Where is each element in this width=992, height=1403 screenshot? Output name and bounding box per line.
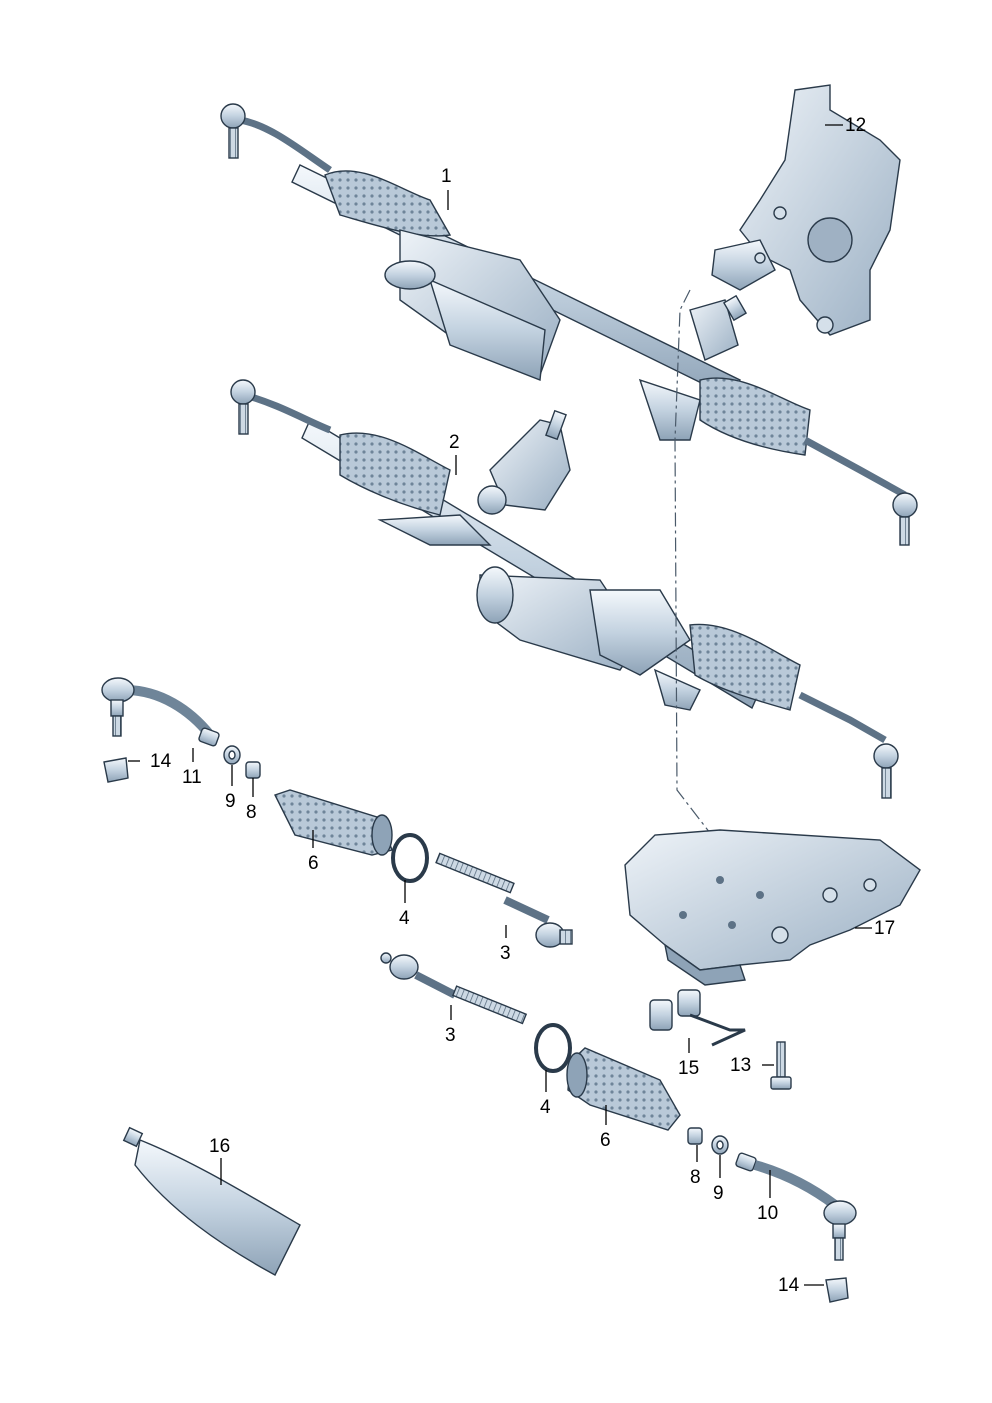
nut-14-left[interactable] bbox=[103, 757, 129, 783]
callout-10: 10 bbox=[757, 1203, 778, 1224]
nut-8-left[interactable] bbox=[245, 761, 261, 779]
nut-14-right[interactable] bbox=[825, 1277, 849, 1303]
callout-16: 16 bbox=[209, 1136, 230, 1157]
connector-15[interactable] bbox=[649, 989, 746, 1047]
tie-rod-end-10[interactable] bbox=[735, 1152, 857, 1261]
callout-6-upper: 6 bbox=[308, 853, 319, 874]
bolt-13[interactable] bbox=[770, 1041, 792, 1090]
callout-6-lower: 6 bbox=[600, 1130, 611, 1151]
callout-4-upper: 4 bbox=[399, 908, 410, 929]
grease-tube-16[interactable] bbox=[122, 1126, 301, 1276]
callout-9-left: 9 bbox=[225, 791, 236, 812]
callout-14-left: 14 bbox=[150, 751, 172, 772]
callout-14-right: 14 bbox=[778, 1275, 800, 1296]
callout-17: 17 bbox=[874, 918, 895, 939]
callout-15: 15 bbox=[678, 1058, 699, 1079]
boot-6-lower[interactable] bbox=[566, 1047, 681, 1131]
callout-labels: 1 2 12 14 11 9 8 6 4 3 17 3 15 13 4 6 16… bbox=[150, 115, 895, 1296]
callout-2: 2 bbox=[449, 432, 460, 453]
steering-gear-2[interactable] bbox=[230, 379, 899, 799]
nut-8-right[interactable] bbox=[687, 1127, 703, 1145]
callout-4-lower: 4 bbox=[540, 1097, 551, 1118]
inner-tie-rod-3-lower[interactable] bbox=[380, 952, 528, 1025]
callout-9-right: 9 bbox=[713, 1183, 724, 1204]
callout-8-right: 8 bbox=[690, 1167, 701, 1188]
inner-tie-rod-3-upper[interactable] bbox=[435, 852, 573, 948]
callout-8-left: 8 bbox=[246, 802, 257, 823]
bracket-12[interactable] bbox=[711, 84, 901, 336]
boot-6-upper[interactable] bbox=[274, 789, 393, 856]
washer-9-right[interactable] bbox=[711, 1135, 729, 1155]
underbody-panel-17[interactable] bbox=[624, 829, 921, 986]
callout-11: 11 bbox=[182, 767, 202, 788]
steering-gear-1[interactable] bbox=[220, 103, 918, 546]
callout-3-upper: 3 bbox=[500, 943, 511, 964]
callout-3-lower: 3 bbox=[445, 1025, 456, 1046]
callout-13: 13 bbox=[730, 1055, 751, 1076]
callout-1: 1 bbox=[441, 166, 452, 187]
tie-rod-end-11[interactable] bbox=[101, 677, 220, 747]
clamp-4-lower[interactable] bbox=[534, 1023, 572, 1073]
callout-12: 12 bbox=[845, 115, 866, 136]
leader-lines bbox=[128, 124, 872, 1286]
clamp-4-upper[interactable] bbox=[391, 833, 429, 883]
washer-9-left[interactable] bbox=[223, 745, 241, 765]
